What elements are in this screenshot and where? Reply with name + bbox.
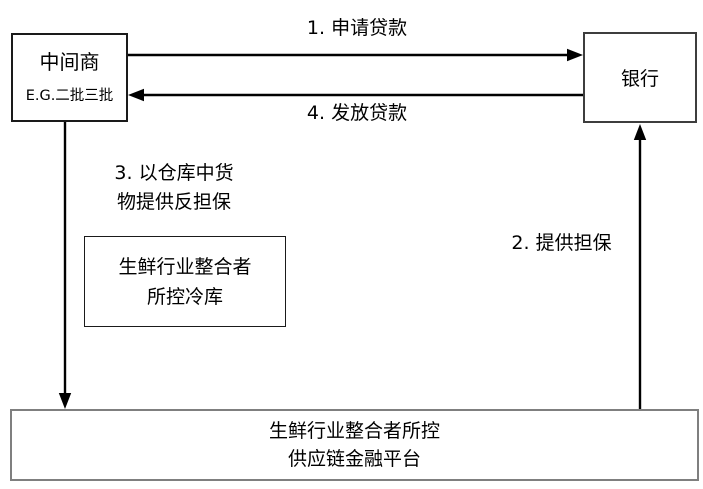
bank-box: 银行 <box>583 32 697 123</box>
bank-title: 银行 <box>620 68 659 90</box>
issue-loan-arrow <box>128 88 583 102</box>
counter-guarantee-label: 3. 以仓库中货 物提供反担保 <box>94 159 254 217</box>
platform-line1: 生鲜行业整合者所控 <box>268 420 440 442</box>
middleman-box: 中间商 E.G.二批三批 <box>11 33 128 122</box>
apply-loan-arrow <box>128 48 583 62</box>
middleman-title: 中间商 <box>39 50 100 74</box>
middleman-subtitle: E.G.二批三批 <box>25 88 114 104</box>
counter-guarantee-label-line2: 物提供反担保 <box>116 191 231 213</box>
provide-guarantee-arrow <box>633 124 647 409</box>
cold-storage-box: 生鲜行业整合者 所控冷库 <box>84 236 286 327</box>
provide-guarantee-label: 2. 提供担保 <box>511 232 612 254</box>
platform-box: 生鲜行业整合者所控 供应链金融平台 <box>10 409 699 481</box>
platform-line2: 供应链金融平台 <box>287 448 421 470</box>
counter-guarantee-label-line1: 3. 以仓库中货 <box>114 162 234 184</box>
cold-storage-line2: 所控冷库 <box>146 285 223 308</box>
apply-loan-label: 1. 申请贷款 <box>306 17 408 39</box>
cold-storage-line1: 生鲜行业整合者 <box>118 255 252 278</box>
counter-guarantee-arrow <box>58 122 72 409</box>
issue-loan-label: 4. 发放贷款 <box>306 102 408 124</box>
